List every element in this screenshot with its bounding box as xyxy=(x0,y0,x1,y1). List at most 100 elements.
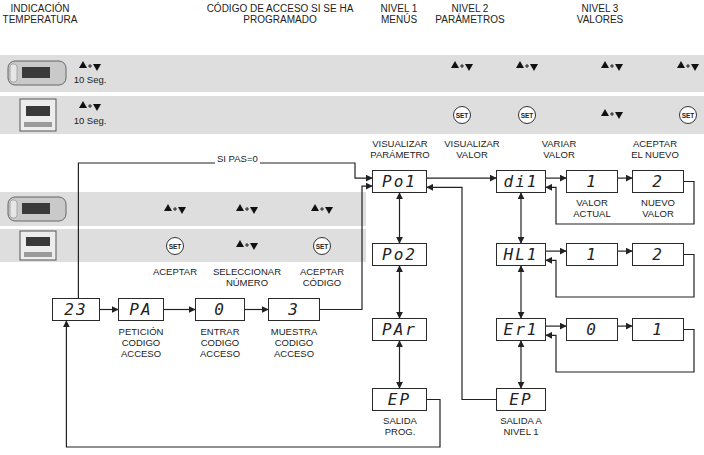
display-text: EP xyxy=(388,390,411,410)
flow-connector xyxy=(164,309,195,310)
flow-connector xyxy=(427,187,496,399)
display-box: 23 xyxy=(52,298,100,321)
plus-sign xyxy=(88,104,92,108)
display-box: EP xyxy=(496,388,546,411)
display-box: 1 xyxy=(566,243,618,266)
step-label: VISUALIZAR PARÁMETRO xyxy=(367,138,433,160)
step-label: SALIDA A NIVEL 1 xyxy=(491,415,551,437)
flow-connector xyxy=(399,341,400,388)
flow-connector xyxy=(427,178,496,179)
display-box: 3 xyxy=(268,298,320,321)
up-key-arrow xyxy=(451,61,459,68)
display-text: Po1 xyxy=(382,172,417,192)
display-text: 23 xyxy=(64,300,87,320)
display-text: 0 xyxy=(214,300,226,320)
display-text: 0 xyxy=(586,320,598,340)
button-text: SET xyxy=(521,112,534,119)
step-label: ENTRAR CODIGO ACCESO xyxy=(190,326,250,359)
down-key-arrow xyxy=(178,207,186,214)
step-label: PETICIÓN CODIGO ACCESO xyxy=(111,326,171,359)
column-heading: CÓDIGO DE ACCESO SI SE HA PROGRAMADO xyxy=(190,3,370,25)
display-box: Er1 xyxy=(496,318,546,341)
down-key-arrow xyxy=(465,64,473,71)
icon-body xyxy=(8,197,66,221)
flow-connector xyxy=(546,251,566,252)
display-box: di1 xyxy=(496,170,546,193)
icon-display xyxy=(26,237,50,246)
display-box: Po2 xyxy=(372,243,427,266)
down-key-arrow xyxy=(250,243,258,250)
display-box: EP xyxy=(372,388,427,411)
plus-sign xyxy=(686,64,690,68)
plus-sign xyxy=(460,64,464,68)
display-text: 1 xyxy=(586,172,598,192)
up-key-arrow xyxy=(311,204,319,211)
step-label: 10 Seg. xyxy=(70,115,110,126)
plus-sign xyxy=(525,64,529,68)
column-heading: NIVEL 1 MENÚS xyxy=(374,3,424,25)
plus-sign xyxy=(88,64,92,68)
flow-connector xyxy=(546,326,566,327)
display-text: EP xyxy=(509,390,532,410)
step-label: 10 Seg. xyxy=(70,74,110,85)
flow-connector xyxy=(399,266,400,318)
display-box: 0 xyxy=(566,318,618,341)
flow-connector xyxy=(546,178,566,179)
display-box: 1 xyxy=(566,170,618,193)
display-text: Po2 xyxy=(382,245,417,265)
set-button: SET xyxy=(166,237,184,255)
display-box: 0 xyxy=(195,298,245,321)
icon-terminals xyxy=(24,122,52,127)
panel-thermostat-icon xyxy=(8,61,66,85)
step-label: ACEPTAR xyxy=(150,266,200,277)
column-heading: NIVEL 3 VALORES xyxy=(570,3,630,25)
display-box: HL1 xyxy=(496,243,546,266)
display-box: Po1 xyxy=(372,170,427,193)
step-label: SELECCIONAR NÚMERO xyxy=(212,266,282,288)
up-key-arrow xyxy=(79,101,87,108)
icon-display xyxy=(22,203,50,214)
display-text: 2 xyxy=(652,245,664,265)
flow-connector xyxy=(399,193,400,243)
flow-connector xyxy=(618,251,632,252)
display-text: 3 xyxy=(288,300,300,320)
column-heading: NIVEL 2 PARÁMETROS xyxy=(433,3,507,25)
display-text: di1 xyxy=(504,172,539,192)
step-label: VALOR ACTUAL xyxy=(564,197,620,219)
gray-band xyxy=(0,192,366,226)
down-key-arrow xyxy=(615,64,623,71)
flow-connector xyxy=(520,193,521,243)
din-rail-icon xyxy=(20,99,56,131)
icon-terminals xyxy=(24,252,52,257)
icon-display xyxy=(26,106,50,116)
set-button: SET xyxy=(679,106,697,124)
din-rail-icon xyxy=(20,231,56,260)
set-button: SET xyxy=(313,237,331,255)
icon-edge xyxy=(10,200,17,218)
up-key-arrow xyxy=(79,61,87,68)
down-key-arrow xyxy=(325,207,333,214)
down-key-arrow xyxy=(530,64,538,71)
set-button: SET xyxy=(518,106,536,124)
up-key-arrow xyxy=(601,61,609,68)
display-text: 1 xyxy=(652,320,664,340)
down-key-arrow xyxy=(615,112,623,119)
column-heading: INDICACIÓN TEMPERATURA xyxy=(2,3,78,25)
connector-label: SI PAS=0 xyxy=(215,153,260,164)
icon-body xyxy=(20,231,56,260)
icon-body xyxy=(8,61,66,85)
flow-connector xyxy=(520,266,521,318)
icon-body xyxy=(20,99,56,131)
button-text: SET xyxy=(682,112,695,119)
flow-connector xyxy=(245,309,268,310)
step-label: NUEVO VALOR xyxy=(630,197,686,219)
display-box: PAr xyxy=(372,318,427,341)
display-text: Er1 xyxy=(504,320,539,340)
gray-band xyxy=(0,55,704,92)
flow-connector xyxy=(618,326,632,327)
plus-sign xyxy=(610,64,614,68)
set-button: SET xyxy=(453,106,471,124)
